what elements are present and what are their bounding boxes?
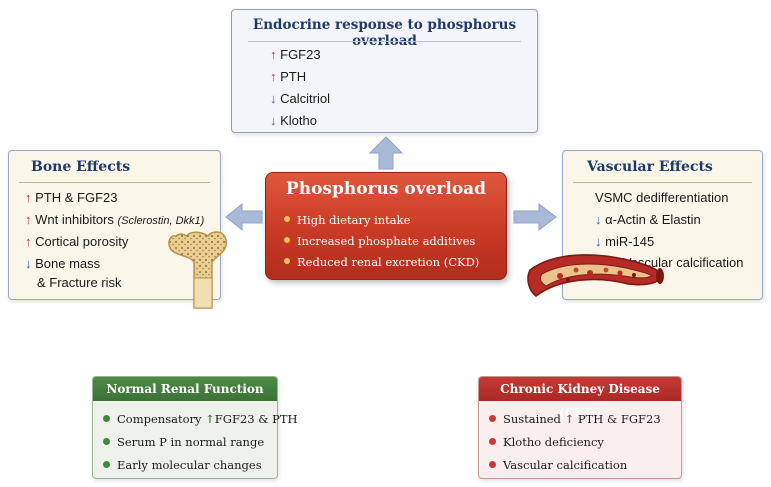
- renal-item: Serum P in normal range: [103, 435, 264, 449]
- center-item: Reduced renal excretion (CKD): [284, 255, 479, 269]
- ckd-item: Sustained ↑ PTH & FGF23: [489, 412, 661, 426]
- endocrine-box: Endocrine response to phosphorus overloa…: [231, 9, 538, 133]
- bone-effects-box: Bone Effects ↑ PTH & FGF23 ↑ Wnt inhibit…: [8, 150, 221, 300]
- down-arrow-icon: ↓: [595, 212, 602, 227]
- vascular-divider: [573, 182, 752, 183]
- normal-renal-function-box: Normal Renal Function Compensatory ↑FGF2…: [92, 376, 298, 479]
- down-arrow-icon: ↓: [595, 234, 602, 249]
- bullet-icon: [489, 461, 496, 468]
- up-arrow-icon: ↑: [270, 47, 277, 62]
- endocrine-item-calcitriol: ↓ Calcitriol: [270, 91, 330, 106]
- vascular-item: ↓ α-Actin & Elastin: [595, 212, 701, 227]
- down-arrow-icon: ↓: [270, 91, 277, 106]
- endocrine-divider: [248, 41, 521, 42]
- center-item: High dietary intake: [284, 213, 410, 227]
- bullet-icon: [284, 258, 290, 264]
- bullet-icon: [284, 216, 290, 222]
- renal-header: Normal Renal Function: [93, 377, 277, 401]
- down-arrow-icon: ↓: [270, 113, 277, 128]
- arrow-up-icon: [368, 136, 404, 170]
- up-arrow-icon: ↑: [25, 234, 32, 249]
- bullet-icon: [284, 237, 290, 243]
- calcified-artery-icon: [527, 254, 664, 297]
- vascular-item: ↓ miR-145: [595, 234, 655, 249]
- bone-item-line2: & Fracture risk: [37, 275, 122, 290]
- bullet-icon: [489, 415, 496, 422]
- bone-item: ↑ PTH & FGF23: [25, 190, 118, 205]
- phosphorus-overload-box: Phosphorus overload High dietary intake …: [265, 172, 507, 280]
- up-arrow-icon: ↑: [205, 412, 215, 426]
- bone-item: ↑ Wnt inhibitors (Sclerostin, Dkk1): [25, 212, 205, 227]
- bullet-icon: [103, 415, 110, 422]
- vascular-item: Vascular calcification: [623, 255, 744, 270]
- arrow-right-icon: [513, 202, 557, 232]
- ckd-header: Chronic Kidney Disease (CKD): [479, 377, 681, 420]
- bone-divider: [19, 182, 210, 183]
- ckd-item: Vascular calcification: [489, 458, 627, 472]
- endocrine-item-klotho: ↓ Klotho: [270, 113, 317, 128]
- up-arrow-icon: ↑: [564, 412, 575, 426]
- bullet-icon: [103, 461, 110, 468]
- bone-item: ↓ Bone mass: [25, 256, 101, 271]
- arrow-left-icon: [225, 202, 263, 232]
- vascular-title: Vascular Effects: [587, 159, 713, 175]
- endocrine-item-fgf23: ↑ FGF23: [270, 47, 321, 62]
- bone-title: Bone Effects: [31, 159, 131, 175]
- center-item: Increased phosphate additives: [284, 234, 475, 248]
- bone-item: ↑ Cortical porosity: [25, 234, 129, 249]
- renal-item: Compensatory ↑FGF23 & PTH: [103, 412, 298, 426]
- bone-illustration-icon: [168, 231, 227, 309]
- vascular-item: VSMC dedifferentiation: [595, 190, 729, 205]
- up-arrow-icon: ↑: [25, 212, 32, 227]
- bullet-icon: [489, 438, 496, 445]
- renal-item: Early molecular changes: [103, 458, 262, 472]
- down-arrow-icon: ↓: [25, 256, 32, 271]
- ckd-item: Klotho deficiency: [489, 435, 604, 449]
- ckd-box: Chronic Kidney Disease (CKD) Sustained ↑…: [478, 376, 682, 479]
- center-title: Phosphorus overload: [285, 179, 487, 199]
- endocrine-item-pth: ↑ PTH: [270, 69, 307, 84]
- endocrine-title: Endocrine response to phosphorus overloa…: [252, 17, 517, 49]
- bullet-icon: [103, 438, 110, 445]
- up-arrow-icon: ↑: [25, 190, 32, 205]
- up-arrow-icon: ↑: [270, 69, 277, 84]
